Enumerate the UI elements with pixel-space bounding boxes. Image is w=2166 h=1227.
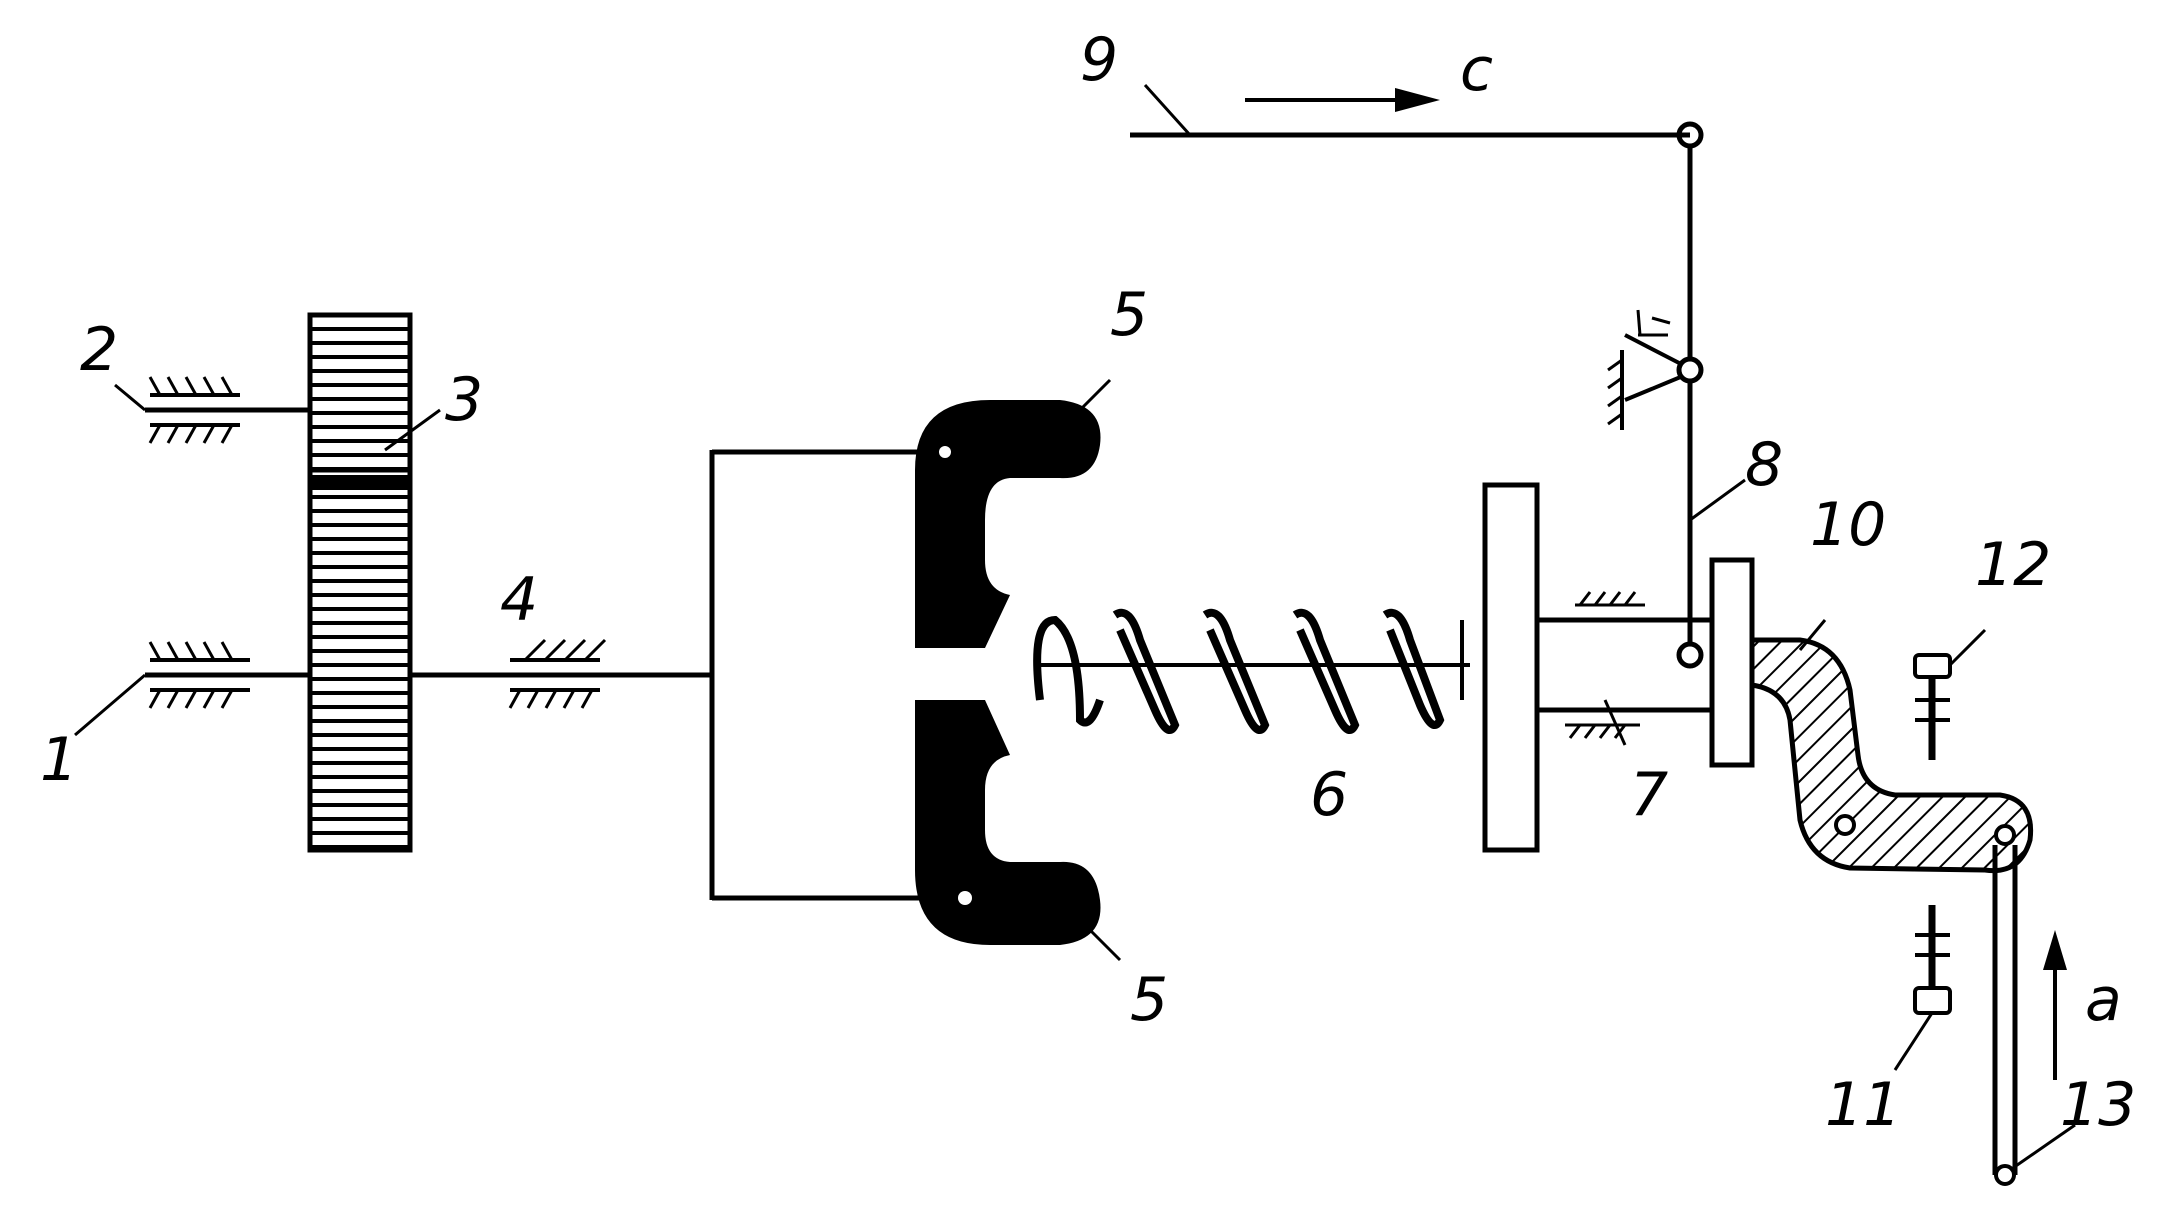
- bell-crank-10: [1749, 619, 2034, 874]
- shaft-1: [74, 641, 710, 737]
- rod-9: [1130, 83, 1690, 138]
- bearing-1: [148, 641, 250, 709]
- bearing-2: [148, 376, 240, 444]
- gear-mesh-line: [310, 475, 410, 490]
- bearing-4: [508, 638, 607, 709]
- label-7: 7: [1630, 760, 1668, 830]
- crank-pivot: [1834, 814, 1856, 836]
- leader-9: [1143, 83, 1192, 137]
- sleeve-guide-hatch-upper: [1575, 591, 1645, 607]
- label-3: 3: [445, 365, 483, 435]
- leader-13: [2009, 1123, 2076, 1172]
- pivot-middle: [1676, 356, 1704, 384]
- gear-pair-3: [307, 312, 441, 853]
- label-c: c: [1460, 35, 1493, 105]
- governor-frame: [709, 449, 940, 901]
- label-5-lower: 5: [1130, 965, 1168, 1035]
- leader-3: [384, 408, 441, 452]
- spring-6: [1033, 608, 1470, 734]
- stop-screw-11: [1893, 905, 1952, 1071]
- lower-gear: [307, 467, 413, 853]
- lever-fixed-support: [1607, 309, 1684, 430]
- arrow-a: [2043, 930, 2067, 1080]
- sleeve-7: [1482, 482, 1710, 853]
- label-5-upper: 5: [1110, 280, 1148, 350]
- label-2: 2: [80, 315, 118, 385]
- shaft-2: [114, 376, 310, 444]
- label-a: a: [2085, 965, 2122, 1035]
- label-11: 11: [1825, 1070, 1901, 1140]
- label-4: 4: [500, 565, 538, 635]
- sleeve-guide-hatch-lower: [1565, 723, 1640, 739]
- rod-13: [1992, 845, 2076, 1186]
- upper-gear: [307, 312, 413, 488]
- label-1: 1: [40, 725, 78, 795]
- lever-8: [1676, 121, 1746, 669]
- flyweight-lower: [915, 700, 1101, 945]
- label-6: 6: [1310, 760, 1348, 830]
- flyweight-upper: [915, 400, 1101, 648]
- crank-end-pivot: [1994, 824, 2016, 846]
- leader-2: [114, 383, 146, 412]
- leader-1: [74, 673, 146, 737]
- label-8: 8: [1745, 430, 1783, 500]
- collar-plate: [1709, 557, 1755, 768]
- leader-5-upper: [1068, 378, 1112, 422]
- leader-12: [1948, 628, 1987, 667]
- leader-11: [1893, 1012, 1934, 1071]
- label-9: 9: [1080, 25, 1118, 95]
- leader-5-lower: [1073, 913, 1122, 962]
- leader-7: [1603, 699, 1627, 746]
- arrow-c: [1245, 88, 1440, 112]
- label-10: 10: [1810, 490, 1886, 560]
- leader-8: [1689, 478, 1746, 522]
- pivot-bottom: [1676, 641, 1704, 669]
- leader-10: [1798, 619, 1827, 651]
- label-13: 13: [2060, 1070, 2136, 1140]
- stop-screw-12: [1913, 628, 1987, 760]
- label-12: 12: [1975, 530, 2051, 600]
